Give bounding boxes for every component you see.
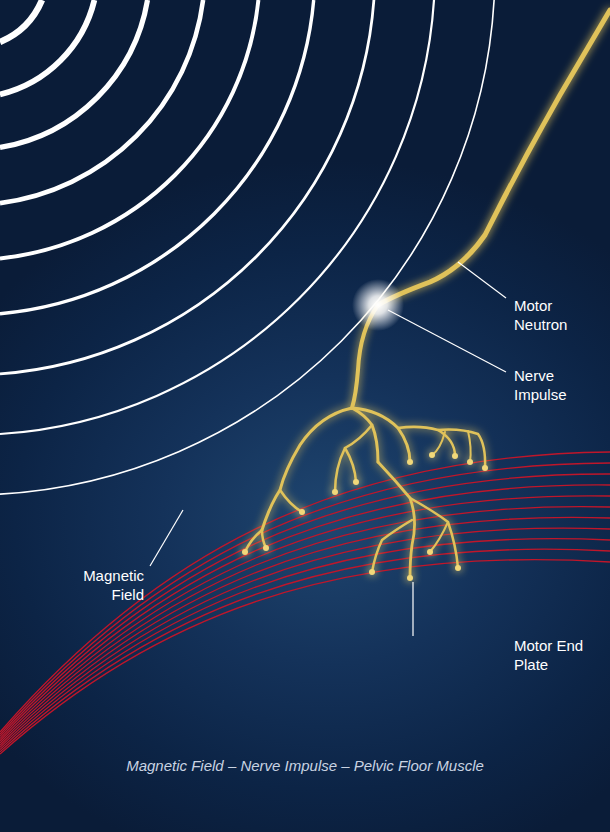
field-arc [0, 0, 434, 434]
magnetic-field-arcs [0, 0, 494, 494]
part-label: Motor Neutron [514, 296, 584, 334]
field-arc [0, 0, 94, 94]
motor-end-plates [242, 452, 488, 581]
field-arc [0, 0, 374, 374]
muscle-fiber [0, 496, 610, 741]
muscle-fiber [0, 528, 610, 747]
motor-neuron [245, 10, 610, 578]
part-label: Nerve Impulse [514, 366, 584, 404]
muscle-fiber [0, 463, 610, 734]
field-arc [0, 0, 258, 258]
field-arc [0, 0, 42, 42]
part-label: Magnetic Field [66, 566, 144, 604]
field-arc [0, 0, 494, 494]
muscle-fiber [0, 517, 610, 745]
field-arc [0, 0, 314, 314]
muscle-fiber [0, 474, 610, 736]
field-arc [0, 0, 148, 148]
leader-lines [150, 262, 506, 636]
nerve-impulse-flash [352, 279, 404, 331]
muscle-fiber [0, 452, 610, 732]
muscle-fiber [0, 539, 610, 750]
caption: Magnetic Field – Nerve Impulse – Pelvic … [0, 757, 610, 774]
part-label: Motor End Plate [514, 636, 584, 674]
muscle-fiber [0, 560, 610, 754]
muscle-fiber [0, 507, 610, 743]
muscle-fiber [0, 549, 610, 752]
muscle-fiber [0, 485, 610, 739]
field-arc [0, 0, 203, 203]
muscle-fibers [0, 452, 610, 754]
